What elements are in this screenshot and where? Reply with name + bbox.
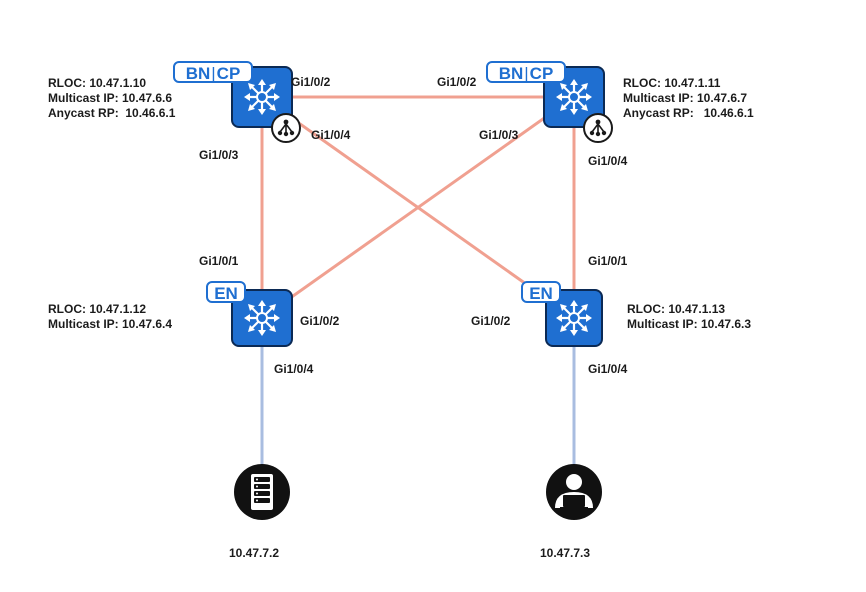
en2-info: RLOC: 10.47.1.13 Multicast IP: 10.47.6.3 <box>627 302 751 332</box>
cp-label: CP <box>216 64 241 83</box>
port-label: Gi1/0/4 <box>588 362 628 376</box>
cp2-info: RLOC: 10.47.1.11 Multicast IP: 10.47.6.7… <box>623 76 754 121</box>
en1-rloc: RLOC: 10.47.1.12 <box>48 302 147 316</box>
link-cp2-en1 <box>261 95 575 320</box>
access-links <box>260 318 576 490</box>
port-label: Gi1/0/1 <box>199 254 239 268</box>
en2-rloc: RLOC: 10.47.1.13 <box>627 302 726 316</box>
multicast-rp-icon <box>271 113 301 143</box>
cp2-role-badge: BN|CP <box>486 61 566 83</box>
switch-en2-icon <box>545 289 603 347</box>
port-label: Gi1/0/2 <box>291 75 331 89</box>
user-ip: 10.47.7.3 <box>540 546 591 560</box>
en1-info: RLOC: 10.47.1.12 Multicast IP: 10.47.6.4 <box>48 302 172 332</box>
cp1-anycast-rp: Anycast RP: 10.46.6.1 <box>48 106 176 120</box>
port-label: Gi1/0/3 <box>479 128 519 142</box>
bn-label: BN <box>185 64 211 83</box>
en1-multicast-ip: Multicast IP: 10.47.6.4 <box>48 317 173 331</box>
multicast-rp-icon <box>583 113 613 143</box>
port-label: Gi1/0/4 <box>274 362 314 376</box>
en1-role-badge: EN <box>206 281 246 303</box>
port-label: Gi1/0/2 <box>471 314 511 328</box>
port-label: Gi1/0/4 <box>311 128 351 142</box>
en-label: EN <box>529 284 553 303</box>
port-label: Gi1/0/1 <box>588 254 628 268</box>
user-laptop-icon <box>546 464 602 520</box>
port-label: Gi1/0/2 <box>300 314 340 328</box>
server-icon <box>234 464 290 520</box>
en-label: EN <box>214 284 238 303</box>
port-label: Gi1/0/2 <box>437 75 477 89</box>
cp1-rloc: RLOC: 10.47.1.10 <box>48 76 147 90</box>
en2-role-badge: EN <box>521 281 561 303</box>
port-label: Gi1/0/4 <box>588 154 628 168</box>
cp2-multicast-ip: Multicast IP: 10.47.6.7 <box>623 91 748 105</box>
cp1-multicast-ip: Multicast IP: 10.47.6.6 <box>48 91 173 105</box>
switch-en1-icon <box>231 289 293 347</box>
cp1-role-badge: BN|CP <box>173 61 253 83</box>
cp2-rloc: RLOC: 10.47.1.11 <box>623 76 721 90</box>
port-label: Gi1/0/3 <box>199 148 239 162</box>
fabric-links <box>260 95 576 320</box>
cp2-anycast-rp: Anycast RP: 10.46.6.1 <box>623 106 754 120</box>
server-ip: 10.47.7.2 <box>229 546 280 560</box>
cp1-info: RLOC: 10.47.1.10 Multicast IP: 10.47.6.6… <box>48 76 175 121</box>
en2-multicast-ip: Multicast IP: 10.47.6.3 <box>627 317 752 331</box>
cp-label: CP <box>529 64 554 83</box>
bn-label: BN <box>498 64 524 83</box>
